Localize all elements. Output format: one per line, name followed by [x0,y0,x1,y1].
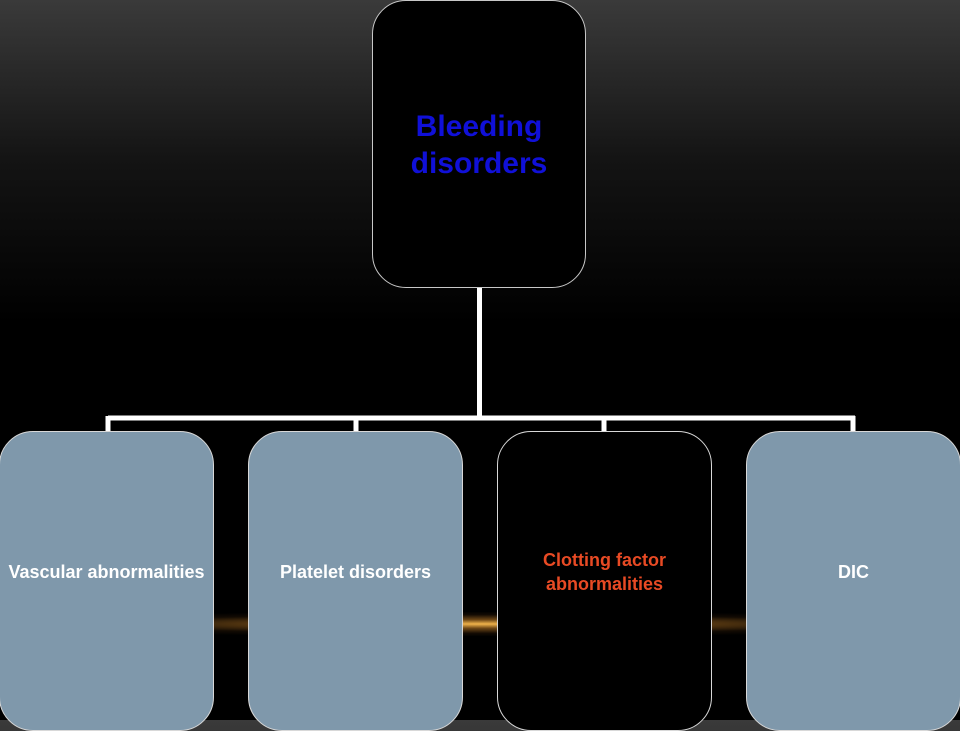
root-node [372,0,586,288]
child-node-vascular: Vascular abnormalities [0,431,214,731]
child-node-dic: DIC [746,431,960,731]
child-node-platelet: Platelet disorders [248,431,463,731]
root-node-label: Bleeding disorders [410,110,548,180]
child-node-clotting-factor: Clotting factor abnormalities [497,431,712,731]
child-node-label: Vascular abnormalities [8,562,205,582]
child-node-label: DIC [838,562,869,582]
child-node-label: Clotting factor abnormalities [543,550,666,594]
child-node-label: Platelet disorders [279,562,432,582]
